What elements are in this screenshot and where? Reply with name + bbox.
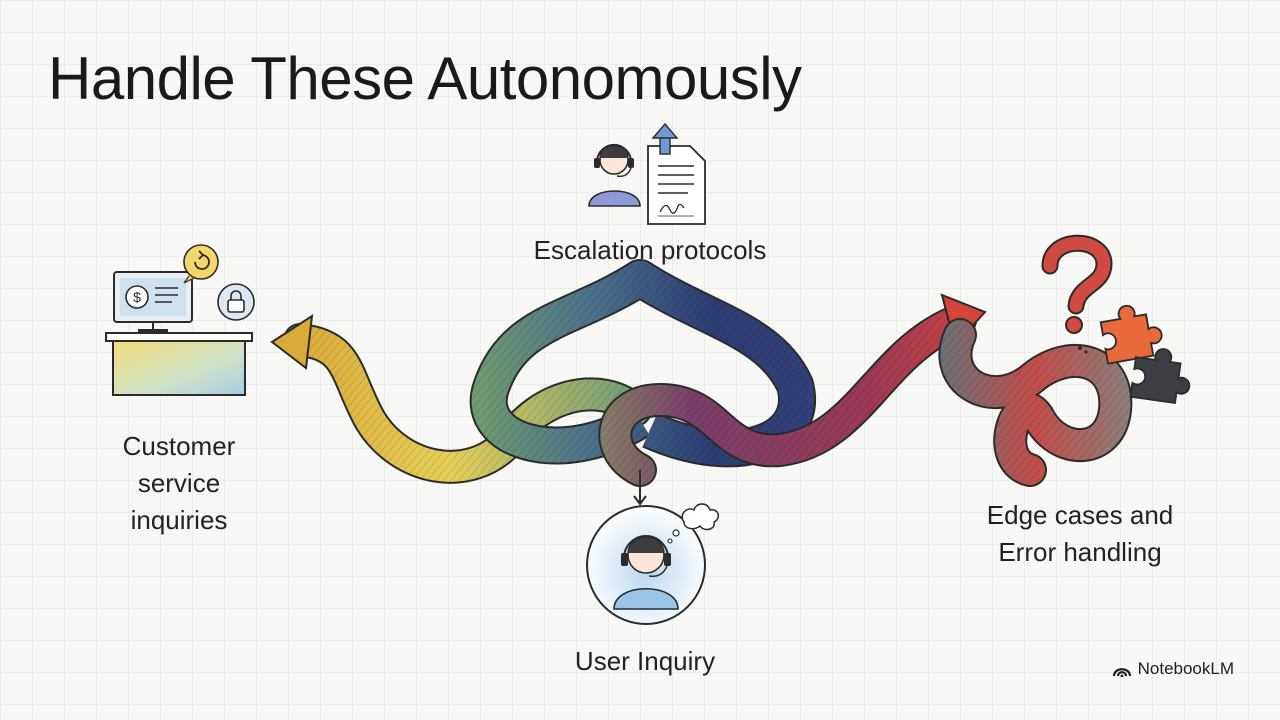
edge-cases-icon-group — [1041, 234, 1191, 405]
slide-title: Handle These Autonomously — [48, 45, 802, 112]
upload-document-icon — [647, 122, 706, 225]
edge-cases-label: Edge cases and Error handling — [960, 497, 1200, 571]
user-connector-arrow — [633, 470, 647, 506]
desk-icon — [105, 332, 253, 396]
thought-bubble-icon — [667, 503, 720, 544]
notebooklm-logo-icon — [1112, 668, 1131, 677]
edge-cases-label-line2: Error handling — [998, 537, 1162, 567]
customer-service-icon-group: $ — [105, 244, 255, 396]
user-headset-icon — [613, 535, 679, 610]
escalation-label: Escalation protocols — [533, 235, 767, 265]
refresh-bubble-icon — [183, 244, 219, 284]
user-inquiry-label: User Inquiry — [574, 646, 716, 676]
agent-headset-icon — [588, 143, 641, 207]
customer-service-label-line2: service — [137, 468, 221, 498]
brand-name: NotebookLM — [1137, 659, 1234, 678]
lower-ribbon — [598, 293, 987, 487]
escalation-icon-group — [588, 122, 706, 225]
puzzle-piece-icon — [1099, 304, 1191, 405]
edge-cases-label-line1: Edge cases and — [986, 500, 1174, 530]
left-ribbon — [270, 314, 652, 484]
user-inquiry-icon-group — [586, 503, 720, 625]
edge-loop-ribbon — [938, 318, 1133, 487]
monitor-icon — [113, 271, 193, 333]
customer-service-label-line3: inquiries — [130, 505, 228, 535]
upper-loop-ribbon — [469, 259, 816, 468]
dollar-chat-icon: $ — [125, 285, 178, 309]
lock-bubble-icon — [217, 283, 255, 321]
customer-service-label: Customer service inquiries — [86, 428, 272, 539]
notebooklm-brand: NotebookLM — [1112, 659, 1234, 679]
customer-service-label-line1: Customer — [122, 431, 236, 461]
question-mark-icon — [1041, 234, 1113, 354]
svg-text:$: $ — [133, 289, 141, 305]
